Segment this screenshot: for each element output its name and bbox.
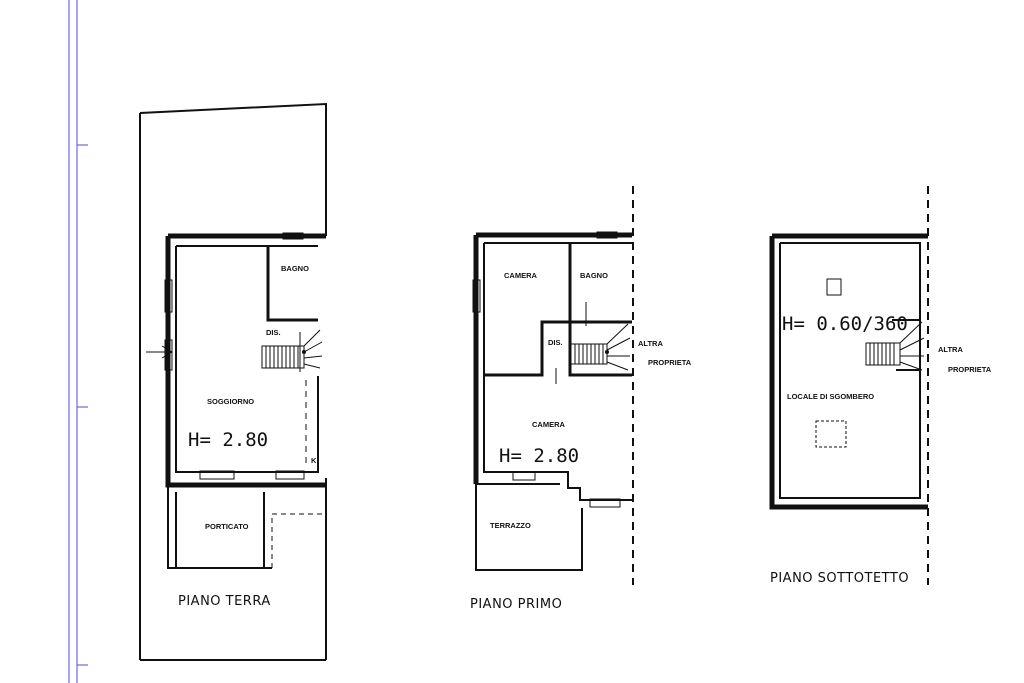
room-label-k: K [311,456,317,465]
neighbor-label-primo-1: ALTRA [638,339,663,348]
neighbor-label-sottotetto-2: PROPRIETA [948,365,992,374]
plan-piano-terra [139,102,327,661]
room-label-locale-sgombero: LOCALE DI SGOMBERO [787,392,874,401]
room-label-soggiorno: SOGGIORNO [207,397,254,406]
floor-label-primo: PIANO PRIMO [470,597,562,612]
height-annotation-terra: H= 2.80 [188,429,268,451]
room-label-bagno-terra: BAGNO [281,264,309,273]
room-label-camera-1: CAMERA [504,271,537,280]
room-label-bagno-primo: BAGNO [580,271,608,280]
neighbor-label-primo-2: PROPRIETA [648,358,692,367]
height-annotation-sottotetto: H= 0.60/360 [782,313,908,335]
plan-piano-primo [472,186,634,585]
room-label-terrazzo: TERRAZZO [490,521,531,530]
neighbor-label-sottotetto-1: ALTRA [938,345,963,354]
room-label-camera-2: CAMERA [532,420,565,429]
floor-label-terra: PIANO TERRA [178,594,271,609]
floor-label-sottotetto: PIANO SOTTOTETTO [770,571,909,586]
margin-guide [68,0,88,683]
height-annotation-primo: H= 2.80 [499,445,579,467]
room-label-porticato: PORTICATO [205,522,249,531]
plan-piano-sottotetto [769,186,929,585]
room-label-dis-primo: DIS. [548,338,563,347]
room-label-dis-terra: DIS. [266,328,281,337]
